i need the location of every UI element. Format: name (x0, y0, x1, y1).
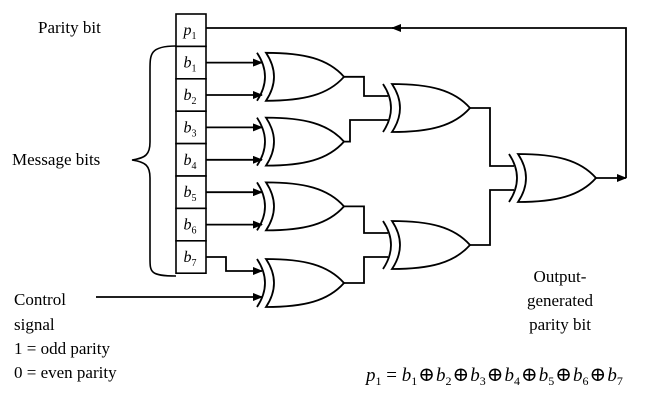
wire-ab-to-e (344, 75, 388, 97)
xor-gate-output (508, 153, 598, 203)
formula-term: b4 (504, 365, 521, 388)
message-bits-brace (131, 45, 177, 277)
register-cell (175, 175, 207, 210)
formula-term: b3 (470, 365, 486, 388)
formula-equals: = (386, 365, 402, 386)
wire-feedback-upper (391, 24, 627, 178)
formula-term: b6 (573, 365, 589, 388)
formula-term: b7 (607, 365, 623, 388)
register-cell (175, 240, 207, 275)
xor-operator: ⊕ (452, 364, 470, 386)
parity-formula: p1 = b1⊕b2⊕b3⊕b4⊕b5⊕b6⊕b7 (366, 362, 623, 389)
xor-gate-b7-control (256, 258, 346, 308)
formula-term: b5 (538, 365, 555, 388)
register-cell (175, 13, 207, 48)
xor-operator: ⊕ (555, 364, 573, 386)
wire-d-to-f (344, 256, 388, 284)
control-label-line4: 0 = even parity (14, 363, 117, 382)
control-label-line2: signal (14, 315, 55, 334)
xor-gate-second-upper (382, 83, 472, 133)
xor-gate-second-lower (382, 220, 472, 270)
control-label-line1: Control (14, 290, 66, 309)
xor-operator: ⊕ (486, 364, 504, 386)
wire-b-to-e (344, 119, 388, 143)
formula-lhs: p1 (366, 365, 382, 388)
formula-term: b1 (401, 365, 418, 388)
register-cell (175, 78, 207, 113)
message-bits-label: Message bits (12, 150, 101, 169)
wire-c-to-f (344, 205, 388, 234)
wire-b7 (206, 256, 263, 275)
xor-gate-b5-b6 (256, 181, 346, 232)
output-label-line1: Output- (533, 267, 587, 286)
control-label-line3: 1 = odd parity (14, 339, 110, 358)
formula-terms: b1⊕b2⊕b3⊕b4⊕b5⊕b6⊕b7 (401, 364, 623, 388)
xor-gate-b1-b2 (256, 51, 346, 102)
xor-operator: ⊕ (418, 364, 435, 386)
formula-lhs-sub: 1 (375, 374, 382, 388)
xor-operator: ⊕ (521, 364, 538, 386)
parity-bit-label: Parity bit (38, 18, 101, 37)
output-label-line2: generated (526, 291, 594, 310)
formula-term: b2 (435, 365, 452, 388)
wire-e-to-g (470, 107, 514, 167)
xor-gate-b3-b4 (256, 116, 346, 167)
wire-f-to-g (470, 189, 514, 246)
output-label-line3: parity bit (529, 315, 591, 334)
register-cell (175, 110, 207, 145)
xor-operator: ⊕ (589, 364, 607, 386)
formula-lhs-var: p (366, 365, 376, 386)
